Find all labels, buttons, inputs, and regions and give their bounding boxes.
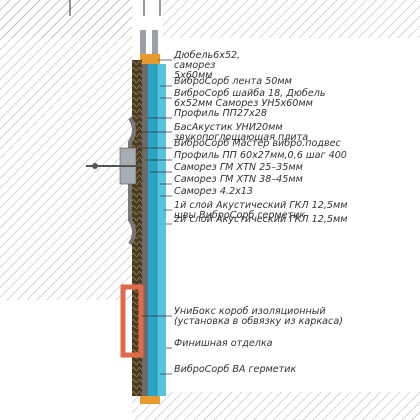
gkl-layer-1 <box>148 64 157 396</box>
ceiling-screw-2 <box>152 30 158 54</box>
lower-wall <box>0 245 132 300</box>
gkl-layer-2 <box>157 64 166 396</box>
callout-profile-pp-line-0: Профиль ПП27х28 <box>174 108 267 119</box>
ceiling-screw-1 <box>140 30 146 54</box>
callout-vibro-master-line-0: ВиброСорб Мастер вибро.подвес <box>174 137 342 149</box>
unibox-frame <box>120 284 144 358</box>
callout-gkl-layer1-line-1: швы ВиброСорб герметик <box>174 209 305 221</box>
sealant-top <box>140 54 160 64</box>
callout-dowel-screw-line-1: саморез <box>174 60 215 71</box>
floor-slab <box>132 392 420 420</box>
callout-gkl-layer1-line-0: 1й слой Акустический ГКЛ 12,5мм <box>174 200 348 211</box>
callout-vibro-tape-line-0: ВиброСорб лента 50мм <box>174 75 292 87</box>
callout-gkl-layer2-line-0: 2й слой Акустический ГКЛ 12,5мм <box>174 214 348 225</box>
callout-screw-gm-38-line-0: Саморез ГМ XTN 38–45мм <box>174 174 303 185</box>
callout-dowel-screw-line-0: Дюбель6х52, <box>173 49 240 61</box>
callout-dowel-screw-line-2: 5х60мм <box>174 70 212 81</box>
anchor-head <box>92 163 98 169</box>
callout-screw-gm-25-line-0: Саморез ГМ XTN 25–35мм <box>174 162 303 173</box>
profile-pp27x28 <box>142 64 148 396</box>
callout-vibro-washer-line-0: ВиброСорб шайба 18, Дюбель <box>174 87 326 99</box>
ceiling-slab <box>163 0 420 38</box>
callout-basakustik-line-1: звукопоглощающая плита <box>174 132 308 143</box>
callout-unibox-line-0: УниБокс короб изоляционный <box>174 305 326 317</box>
callout-vibro-sealant-line-0: ВиброСорб ВА герметик <box>174 363 297 375</box>
callout-basakustik-line-0: БасАкустик УНИ20мм <box>174 122 283 133</box>
callout-unibox-line-1: (установка в обвязку из каркаса) <box>174 315 343 327</box>
callout-finish-line-0: Финишная отделка <box>174 338 273 349</box>
top-slab <box>0 0 132 38</box>
basakustik-layer <box>132 60 142 396</box>
callout-profile-pp60-line-0: Профиль ПП 60х27мм,0,6 шаг 400 <box>174 150 347 161</box>
callout-vibro-washer-line-1: 6х52мм Саморез УН5х60мм <box>174 98 313 109</box>
sealant-bottom <box>140 396 160 404</box>
callout-screw-42-line-0: Саморез 4.2х13 <box>174 186 253 197</box>
leader-lines <box>138 59 172 375</box>
